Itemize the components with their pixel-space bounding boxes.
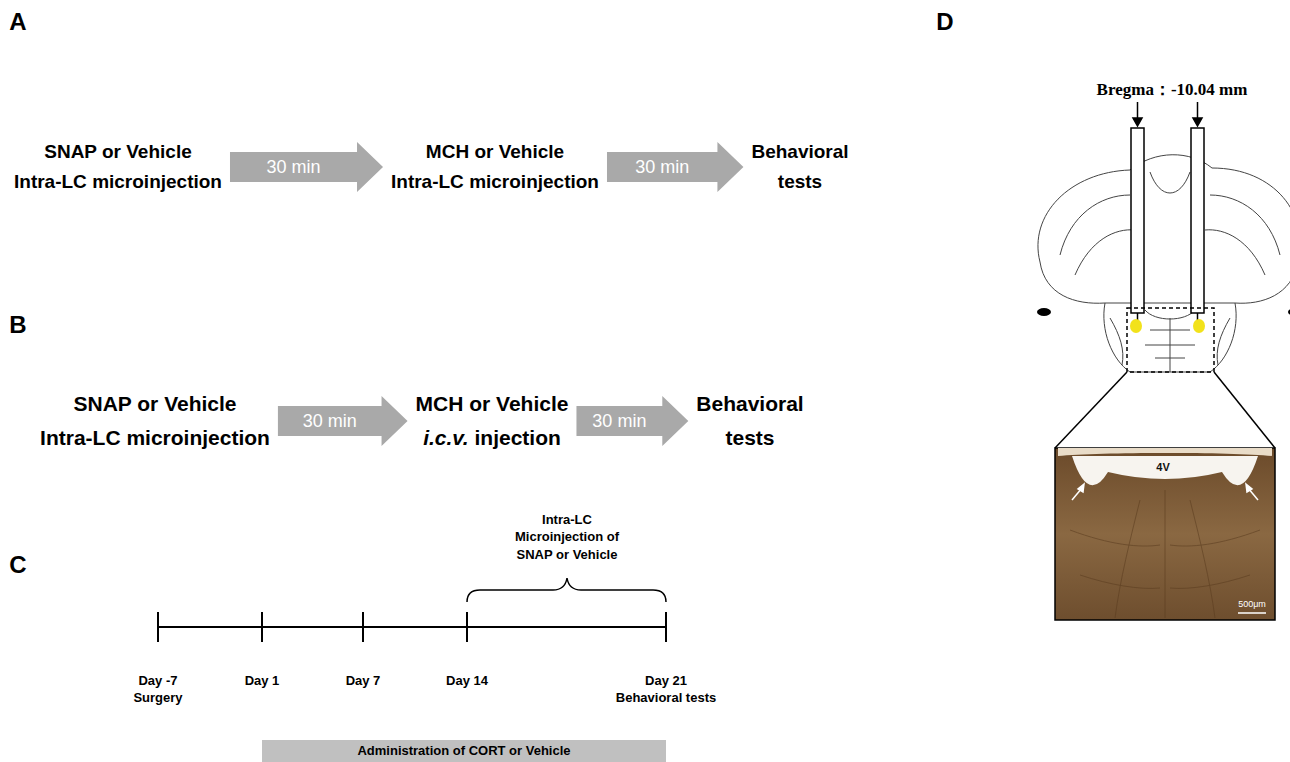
timeline-label: Day 14 bbox=[446, 672, 488, 690]
bracket-label: Intra-LC Microinjection of SNAP or Vehic… bbox=[515, 511, 619, 564]
step-box: SNAP or Vehicle Intra-LC microinjection bbox=[32, 383, 278, 458]
timeline-label: Day 7 bbox=[346, 672, 381, 690]
node-text: SNAP or Vehicle Intra-LC microinjection bbox=[40, 387, 270, 454]
injection-site bbox=[1193, 319, 1205, 333]
block-arrow bbox=[607, 142, 743, 192]
structure-label: 4V bbox=[1156, 460, 1169, 475]
cannula bbox=[1131, 128, 1204, 328]
track-arrow bbox=[1072, 484, 1258, 500]
step-box: Behavioral tests bbox=[688, 383, 811, 458]
tissue-edge bbox=[1058, 448, 1272, 456]
landmark-dot bbox=[1288, 308, 1290, 316]
zoom-line bbox=[1055, 372, 1127, 448]
scale-label: 500μm bbox=[1238, 598, 1266, 610]
panel-letter: C bbox=[9, 549, 26, 581]
timeline-label: Surgery bbox=[133, 689, 182, 707]
node-text: Behavioral tests bbox=[751, 137, 848, 198]
step-box: MCH or Vehicle i.c.v. injection bbox=[408, 383, 577, 458]
arrow-label: 30 min bbox=[303, 411, 357, 432]
block-arrow bbox=[576, 396, 688, 446]
block-arrow bbox=[230, 142, 383, 192]
injection-arrow bbox=[1133, 102, 1202, 126]
arrow-label: 30 min bbox=[266, 157, 320, 178]
node-text: SNAP or Vehicle Intra-LC microinjection bbox=[14, 137, 222, 198]
step-box: MCH or Vehicle Intra-LC microinjection bbox=[383, 133, 607, 202]
bregma-label: Bregma：-10.04 mm bbox=[1097, 79, 1248, 102]
timeline-label: Day -7 bbox=[138, 672, 177, 690]
block-arrow bbox=[278, 396, 408, 446]
panel-letter: D bbox=[936, 6, 953, 38]
arrow-label: 30 min bbox=[635, 157, 689, 178]
zoom-line bbox=[1214, 372, 1275, 448]
zoom-region bbox=[1127, 308, 1214, 372]
step-box: Behavioral tests bbox=[743, 133, 856, 202]
node-text: Administration of CORT or Vehicle bbox=[270, 740, 658, 762]
histology-photo bbox=[1055, 448, 1275, 620]
injection-site bbox=[1130, 319, 1142, 333]
node-text: MCH or Vehicle Intra-LC microinjection bbox=[391, 137, 599, 198]
timeline bbox=[158, 612, 666, 642]
timeline-bar: Administration of CORT or Vehicle bbox=[262, 740, 666, 762]
panel-letter: A bbox=[9, 6, 26, 38]
scale-bar bbox=[1238, 612, 1266, 614]
tissue-texture bbox=[1070, 490, 1260, 618]
curly-bracket bbox=[467, 578, 666, 602]
timeline-label: Behavioral tests bbox=[616, 689, 716, 707]
node-text: MCH or Vehicle i.c.v. injection bbox=[416, 387, 569, 454]
timeline-label: Day 1 bbox=[245, 672, 280, 690]
step-box: SNAP or Vehicle Intra-LC microinjection bbox=[6, 133, 230, 202]
brain-section bbox=[1038, 155, 1290, 372]
node-text: Behavioral tests bbox=[696, 387, 803, 454]
panel-letter: B bbox=[9, 309, 26, 341]
fourth-ventricle bbox=[1072, 456, 1258, 485]
arrow-label: 30 min bbox=[592, 411, 646, 432]
landmark-dot bbox=[1037, 308, 1051, 316]
timeline-label: Day 21 bbox=[645, 672, 687, 690]
